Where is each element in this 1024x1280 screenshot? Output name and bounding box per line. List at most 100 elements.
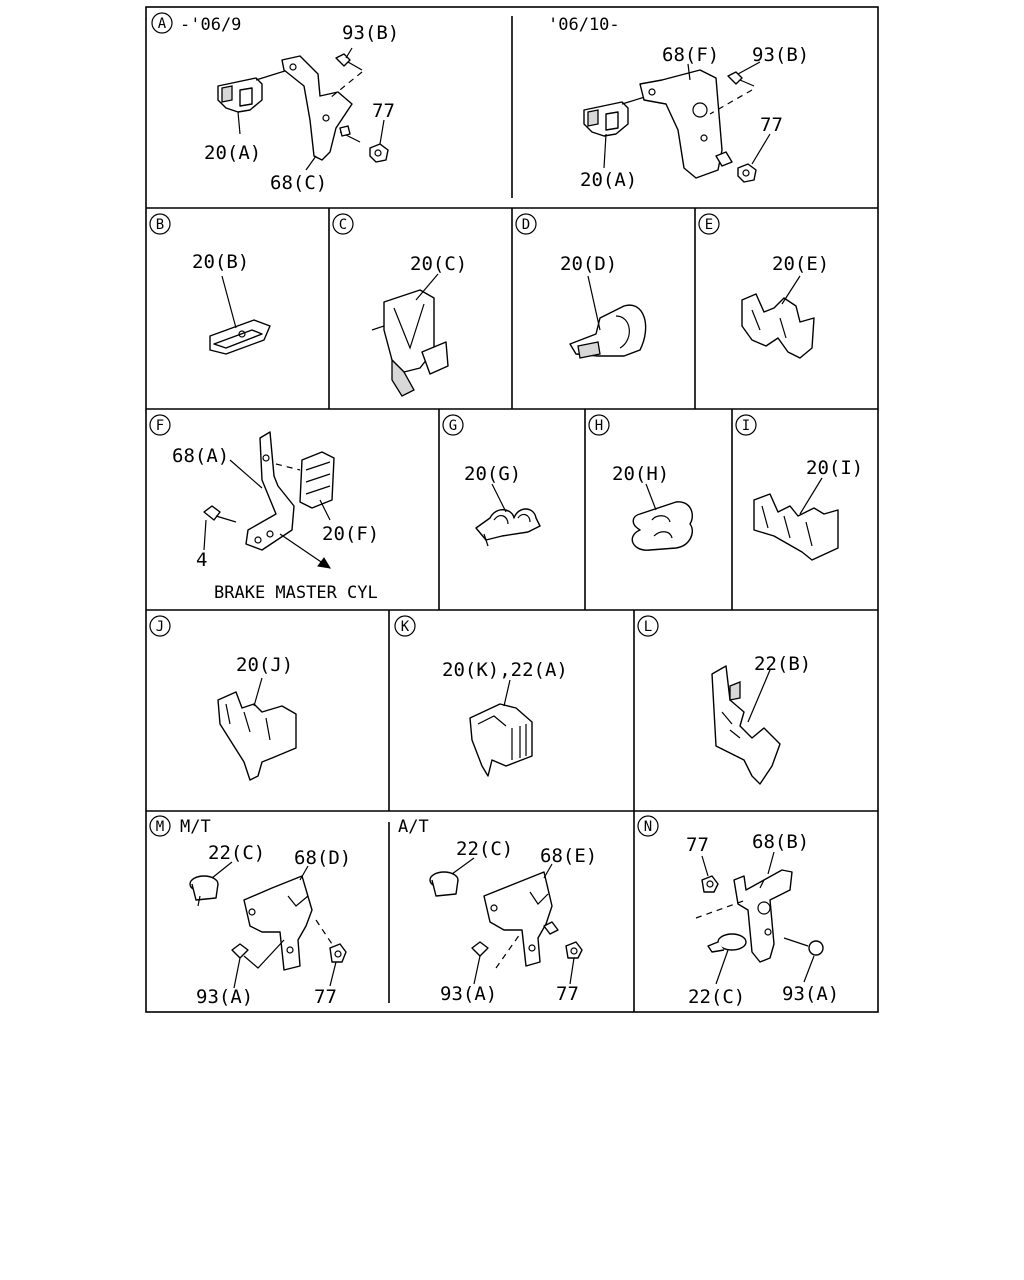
clip-20a-left bbox=[217, 69, 289, 113]
section-d-letter: D bbox=[522, 217, 530, 233]
bolt-4 bbox=[203, 505, 237, 523]
nut-77-left bbox=[339, 125, 389, 163]
label-20a-left: 20(A) bbox=[204, 142, 261, 164]
panel-grid bbox=[145, 6, 879, 1013]
section-h-letter: H bbox=[595, 418, 603, 434]
label-77-left: 77 bbox=[372, 100, 395, 122]
clip-20a-right bbox=[583, 95, 649, 137]
bracket-68b bbox=[733, 869, 793, 963]
bracket-68e bbox=[483, 871, 553, 967]
clip-20g bbox=[475, 508, 541, 547]
section-a-right-note: '06/10- bbox=[548, 15, 620, 35]
section-h: H 20(H) bbox=[588, 414, 694, 551]
section-a-marker bbox=[151, 12, 173, 34]
section-a-letter: A bbox=[158, 16, 167, 32]
clamp-22c-mt bbox=[189, 875, 219, 907]
section-k: K 20(K),22(A) bbox=[394, 615, 568, 777]
label-22c-at: 22(C) bbox=[456, 838, 513, 860]
section-m: M M/T A/T 22(C) 68(D) 93(A) bbox=[149, 815, 597, 1008]
clip-20h bbox=[631, 501, 694, 551]
section-n-letter: N bbox=[644, 819, 652, 835]
section-f: F 68(A) 20(F) 4 BRAKE MASTER CYL bbox=[149, 414, 379, 603]
bolt-93a-at bbox=[471, 933, 521, 969]
section-e: E 20(E) bbox=[698, 213, 829, 359]
label-93a-mt: 93(A) bbox=[196, 986, 253, 1008]
section-g-letter: G bbox=[449, 418, 457, 434]
label-77-at: 77 bbox=[556, 983, 579, 1005]
label-93b-left: 93(B) bbox=[342, 22, 399, 44]
brake-master-cyl-note: BRAKE MASTER CYL bbox=[214, 583, 378, 603]
label-20b: 20(B) bbox=[192, 251, 249, 273]
nut-77-mt bbox=[315, 919, 347, 963]
section-f-letter: F bbox=[156, 418, 164, 434]
label-93a-n: 93(A) bbox=[782, 983, 839, 1005]
clip-20d bbox=[569, 304, 647, 359]
label-20i: 20(I) bbox=[806, 457, 863, 479]
section-m-letter: M bbox=[156, 819, 164, 835]
label-68d: 68(D) bbox=[294, 847, 351, 869]
label-20d: 20(D) bbox=[560, 253, 617, 275]
label-93b-right: 93(B) bbox=[752, 44, 809, 66]
section-e-letter: E bbox=[705, 217, 713, 233]
section-n: N 77 68(B) 22(C) 93(A) bbox=[637, 815, 839, 1008]
label-20e: 20(E) bbox=[772, 253, 829, 275]
clip-20k-22a bbox=[469, 703, 533, 777]
section-d: D 20(D) bbox=[515, 213, 647, 359]
bracket-68c bbox=[281, 55, 353, 161]
section-k-letter: K bbox=[401, 619, 410, 635]
label-68e: 68(E) bbox=[540, 845, 597, 867]
section-b-letter: B bbox=[156, 217, 164, 233]
label-22c-mt: 22(C) bbox=[208, 842, 265, 864]
section-l: L 22(B) bbox=[637, 615, 811, 785]
clip-20j bbox=[217, 691, 297, 781]
label-77-n: 77 bbox=[686, 834, 709, 856]
bolt-93b-left bbox=[329, 53, 363, 99]
label-77-mt: 77 bbox=[314, 986, 337, 1008]
bracket-68f bbox=[639, 69, 723, 179]
mt-note: M/T bbox=[180, 817, 211, 837]
section-i-letter: I bbox=[742, 418, 750, 434]
bolt-93b-right bbox=[709, 71, 755, 115]
nut-77-right bbox=[715, 151, 757, 183]
label-77-right: 77 bbox=[760, 114, 783, 136]
nut-77-at bbox=[543, 921, 583, 959]
section-j-letter: J bbox=[156, 619, 164, 635]
section-j: J 20(J) bbox=[149, 615, 297, 781]
bracket-68a bbox=[245, 431, 295, 551]
clamp-22c-at bbox=[429, 871, 459, 897]
at-note: A/T bbox=[398, 817, 429, 837]
label-20f: 20(F) bbox=[322, 523, 379, 545]
label-20h: 20(H) bbox=[612, 463, 669, 485]
bolt-93a-mt bbox=[231, 939, 285, 969]
bracket-68d bbox=[243, 875, 313, 971]
clip-20c bbox=[371, 289, 449, 397]
bolt-93a-n bbox=[783, 937, 824, 956]
clip-20i bbox=[753, 493, 839, 561]
section-i: I 20(I) bbox=[735, 414, 863, 561]
label-20c: 20(C) bbox=[410, 253, 467, 275]
section-c: C 20(C) bbox=[332, 213, 467, 397]
label-22b: 22(B) bbox=[754, 653, 811, 675]
nut-77-n bbox=[701, 875, 719, 893]
section-a: A -'06/9 '06/10- bbox=[151, 12, 809, 194]
label-68c: 68(C) bbox=[270, 172, 327, 194]
label-4: 4 bbox=[196, 549, 207, 571]
section-c-letter: C bbox=[339, 217, 347, 233]
label-20g: 20(G) bbox=[464, 463, 521, 485]
clip-20b bbox=[209, 319, 271, 355]
label-68a: 68(A) bbox=[172, 445, 229, 467]
clip-20e bbox=[741, 293, 815, 359]
label-68f: 68(F) bbox=[662, 44, 719, 66]
clip-22b bbox=[711, 665, 781, 785]
label-20a-right: 20(A) bbox=[580, 169, 637, 191]
label-20j: 20(J) bbox=[236, 654, 293, 676]
label-22c-n: 22(C) bbox=[688, 986, 745, 1008]
section-l-letter: L bbox=[644, 619, 652, 635]
label-20k-22a: 20(K),22(A) bbox=[442, 659, 568, 681]
clamp-22c-n bbox=[695, 899, 747, 953]
clip-20f bbox=[299, 451, 335, 509]
label-93a-at: 93(A) bbox=[440, 983, 497, 1005]
label-68b: 68(B) bbox=[752, 831, 809, 853]
section-a-left-note: -'06/9 bbox=[180, 15, 241, 35]
